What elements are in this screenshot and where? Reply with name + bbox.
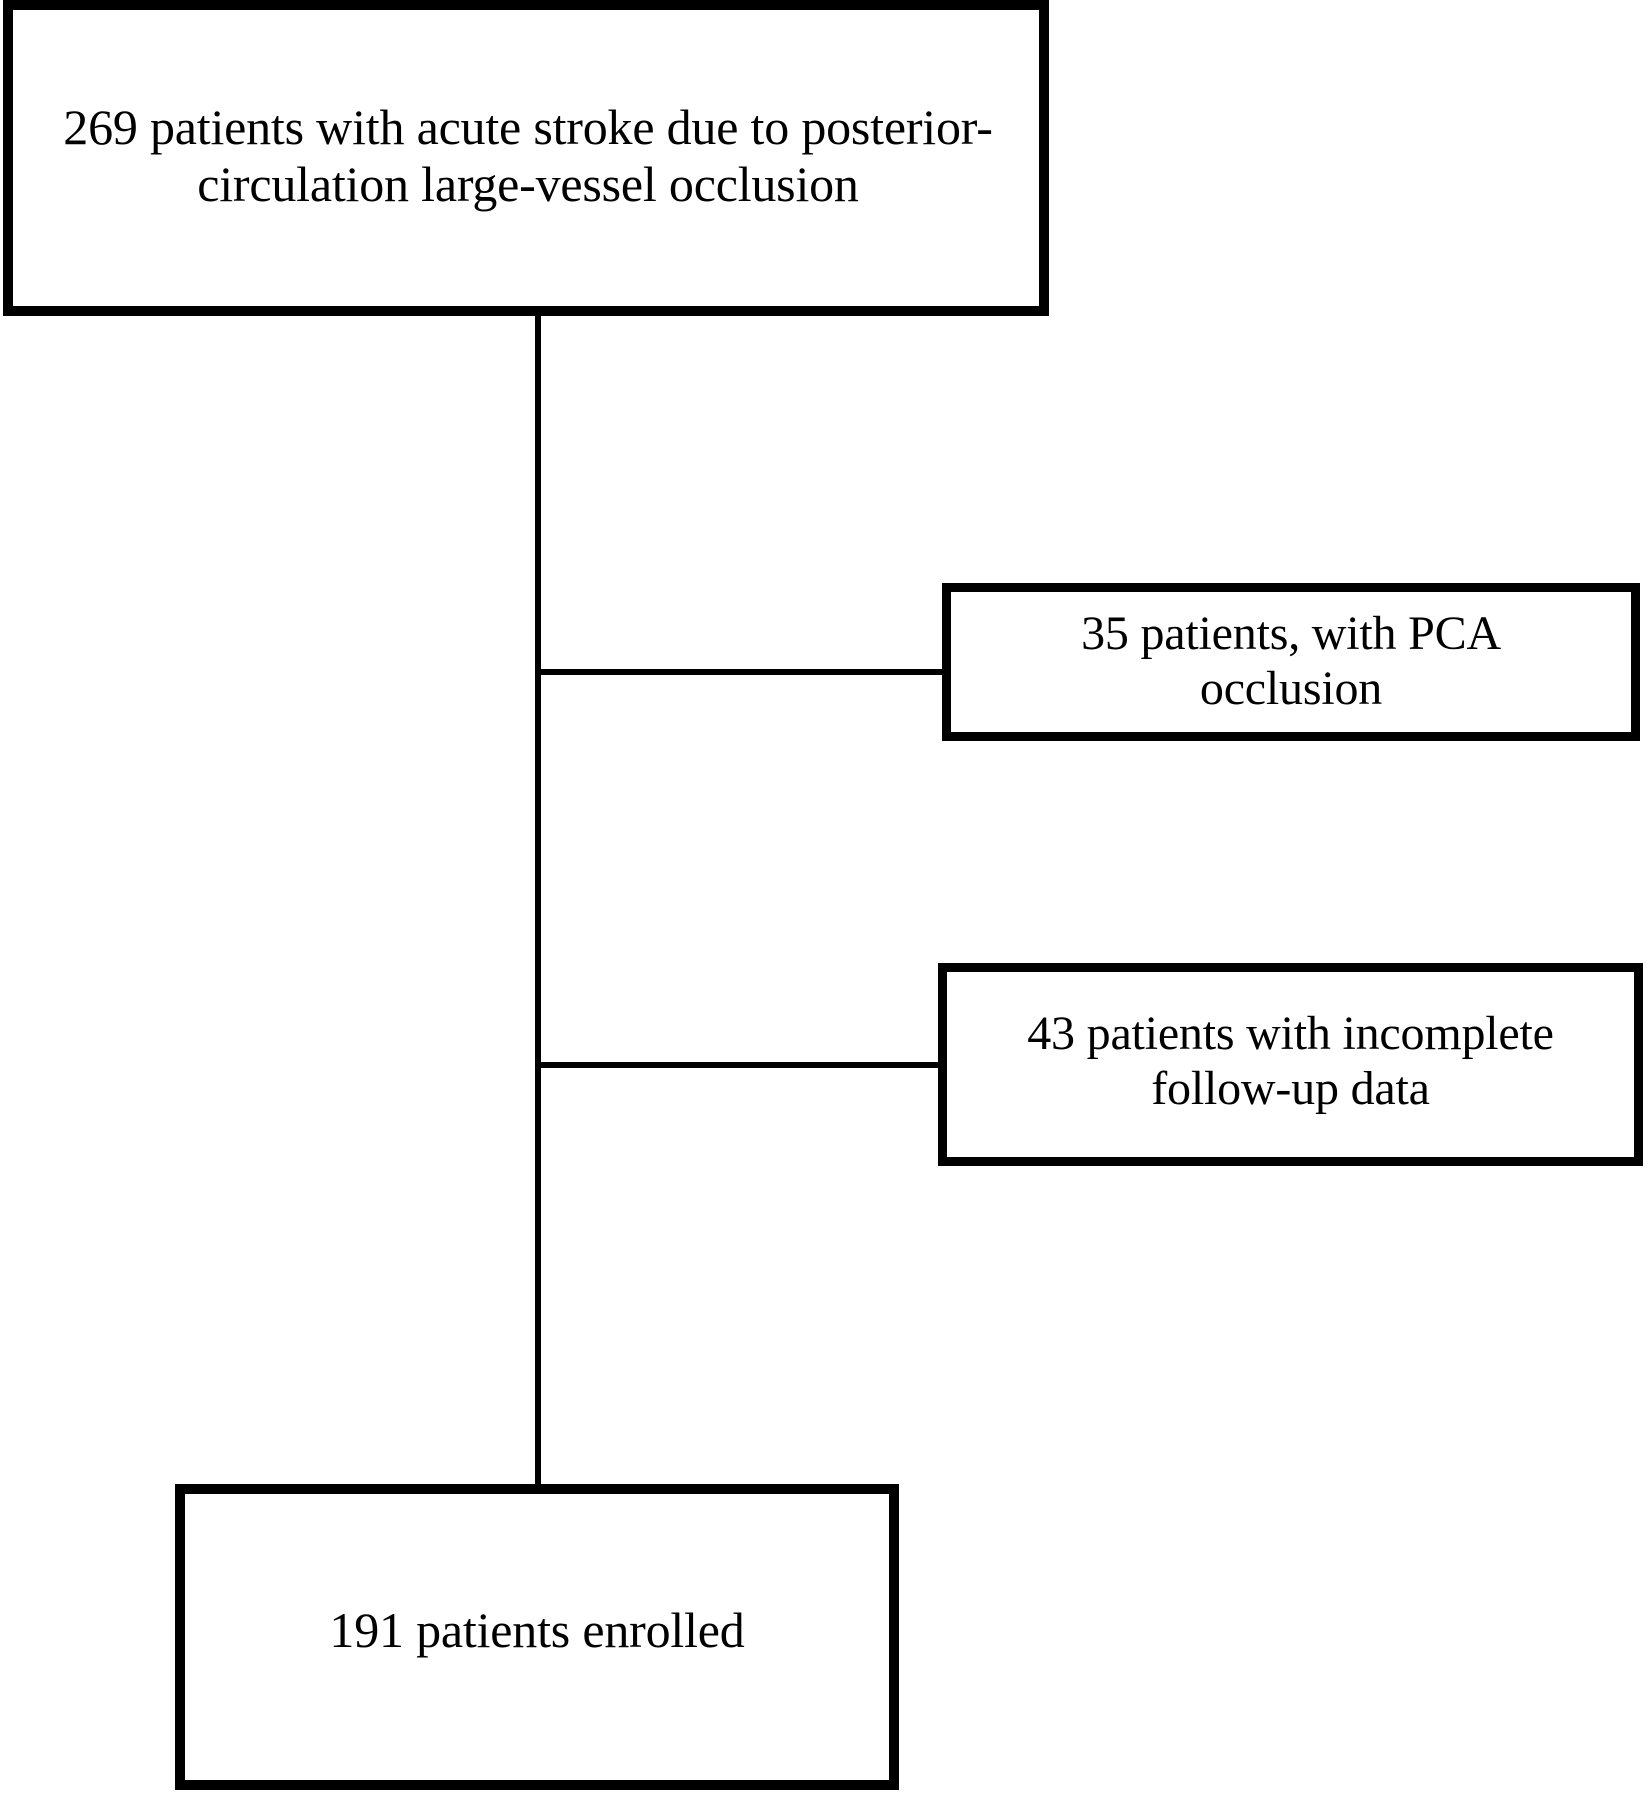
branch-to-followup-exclusion xyxy=(535,1062,943,1068)
node-excluded-incomplete-followup: 43 patients with incomplete follow-up da… xyxy=(938,963,1643,1166)
node-enrolled-patients: 191 patients enrolled xyxy=(175,1484,899,1790)
node-enrolled-patients-label: 191 patients enrolled xyxy=(329,1601,745,1658)
main-vertical-connector xyxy=(535,311,541,1487)
node-source-population-label: 269 patients with acute stroke due to po… xyxy=(63,99,993,212)
branch-to-pca-exclusion xyxy=(535,669,947,675)
node-excluded-pca-occlusion: 35 patients, with PCA occlusion xyxy=(942,583,1640,741)
node-source-population: 269 patients with acute stroke due to po… xyxy=(3,0,1049,316)
node-excluded-incomplete-followup-label: 43 patients with incomplete follow-up da… xyxy=(1027,1006,1554,1115)
node-excluded-pca-occlusion-label: 35 patients, with PCA occlusion xyxy=(1081,607,1501,715)
